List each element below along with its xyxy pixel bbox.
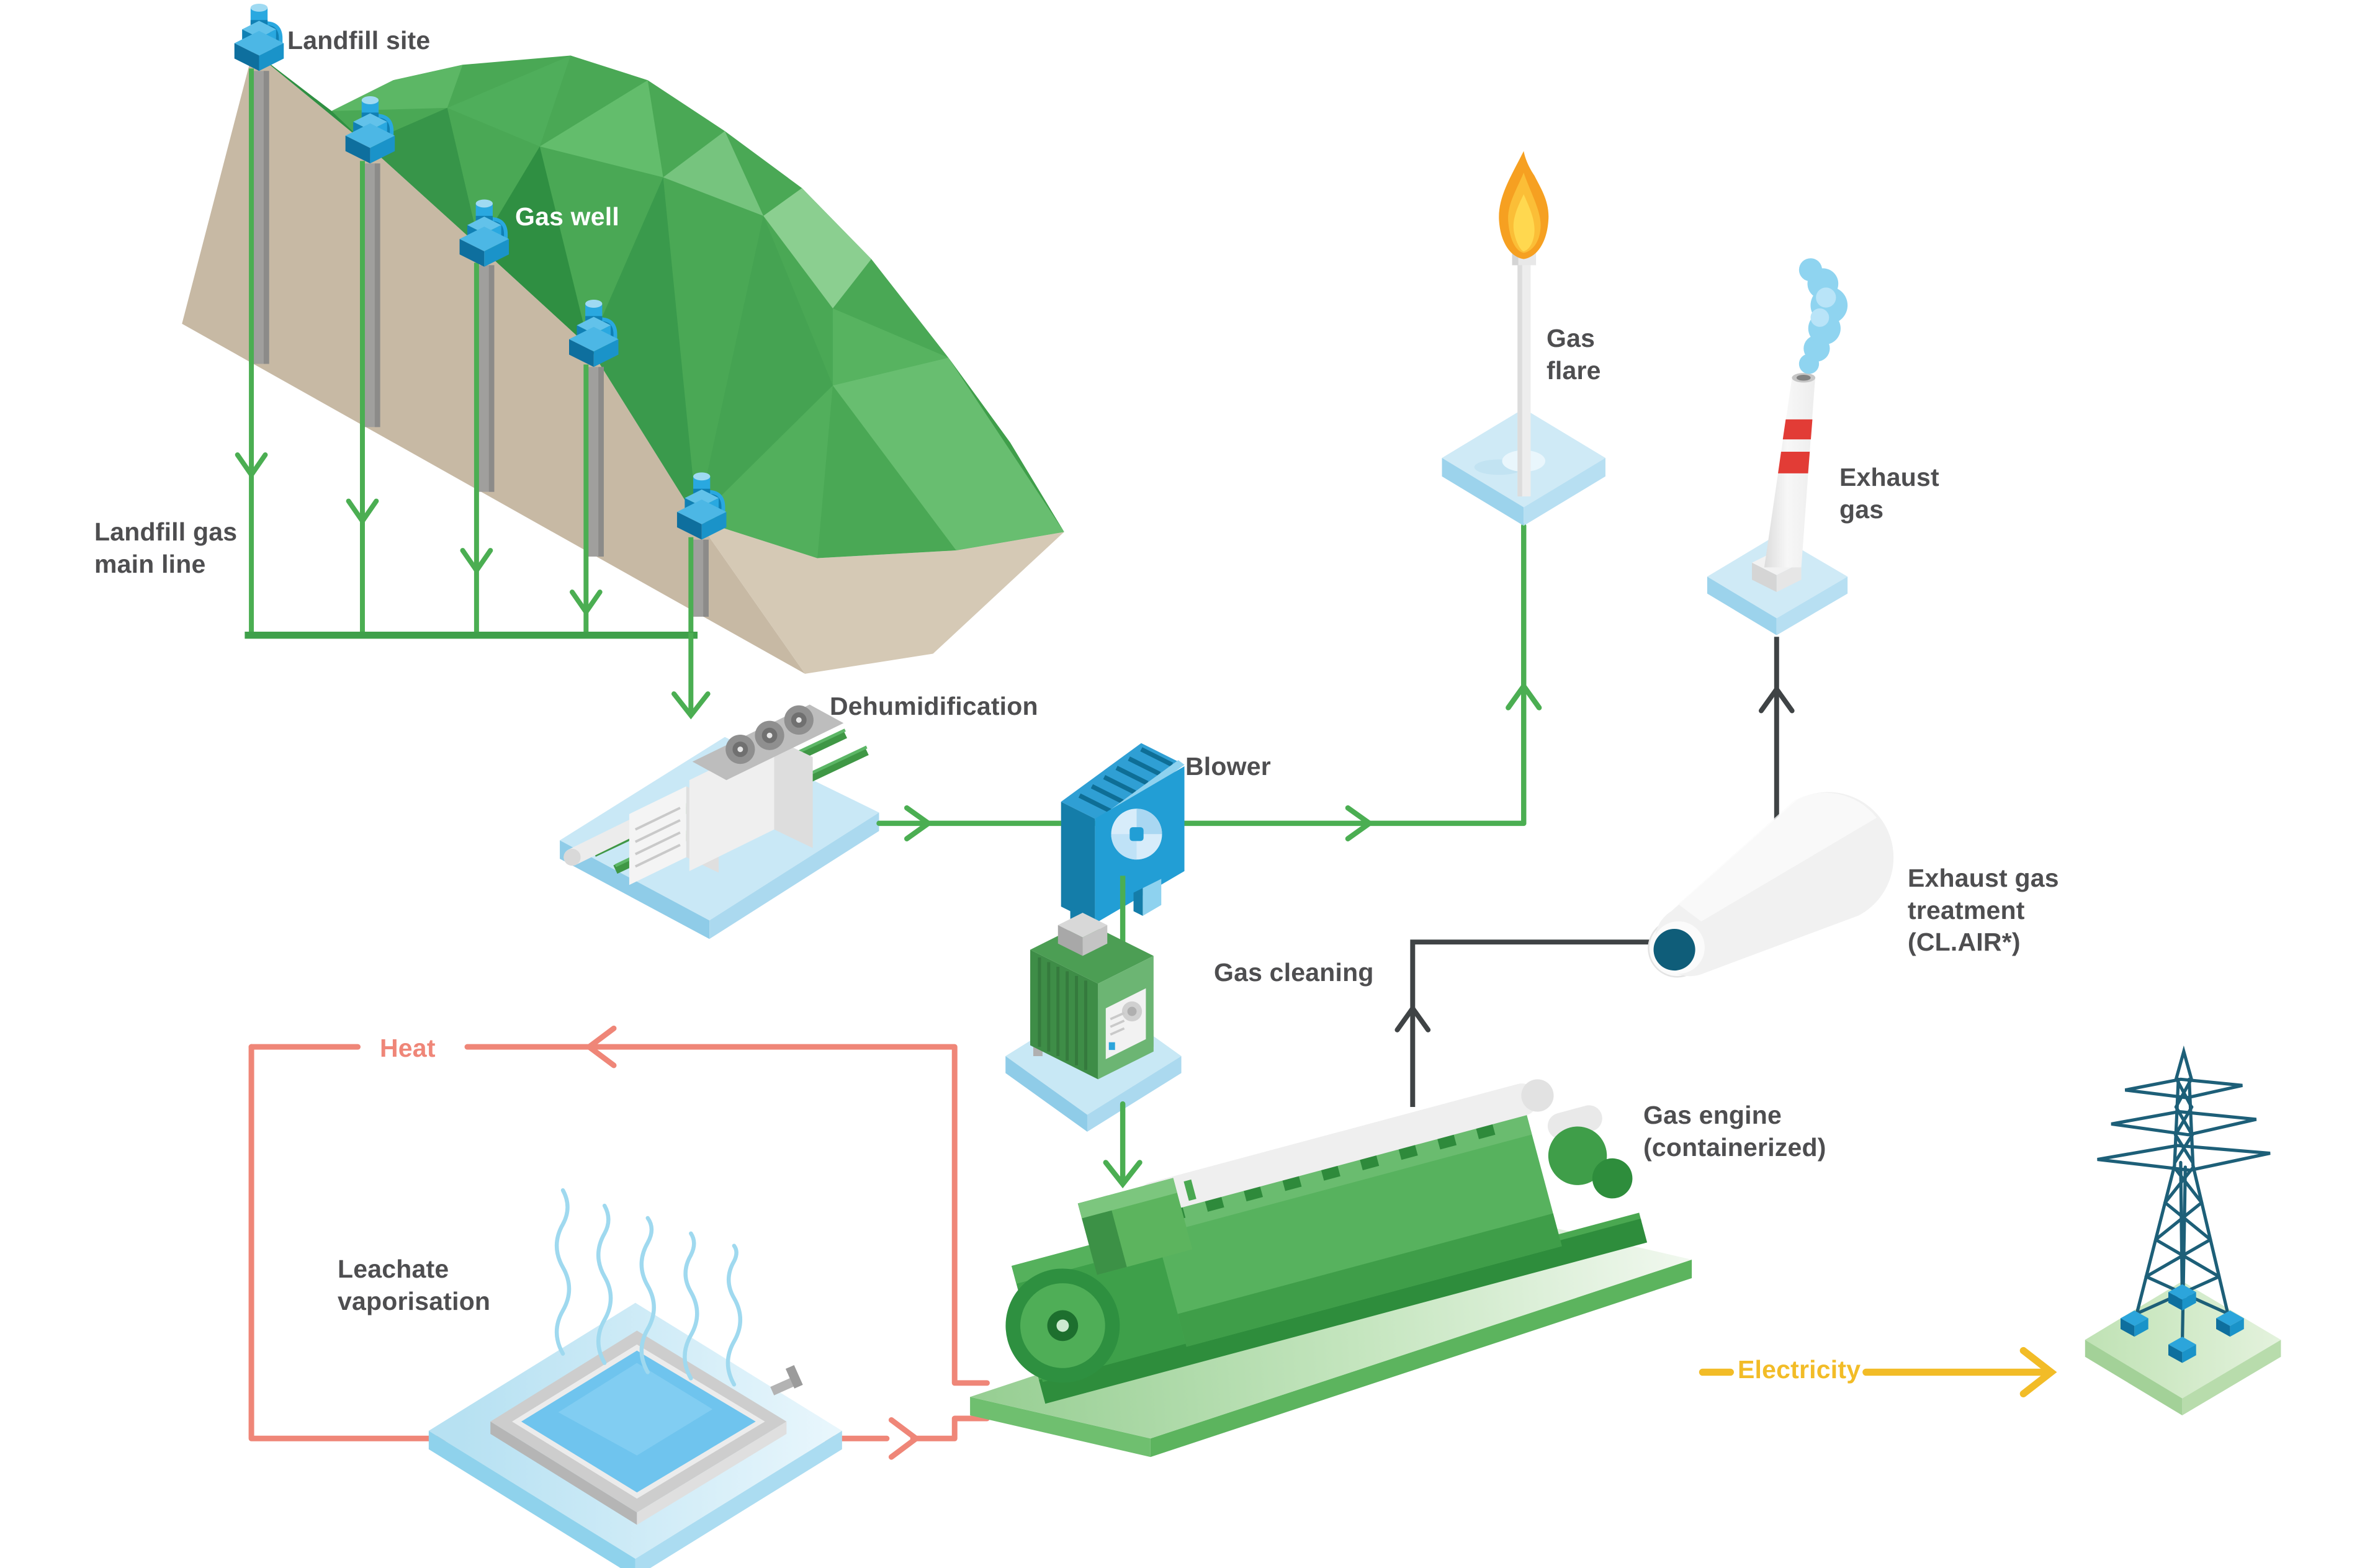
- label-gas-flare: Gas flare: [1547, 324, 1601, 385]
- vessel-inlet: [1653, 929, 1695, 971]
- exhaust-gas-treatment-vessel: [1394, 792, 1894, 1108]
- exhaust-arrow-up: [1394, 1004, 1431, 1033]
- gas-line-cleaning-to-engine: [1103, 1101, 1143, 1189]
- vapor-lines: [555, 1188, 742, 1387]
- exhaust-gas-stack: [1707, 258, 1848, 858]
- pylon-tower: [2097, 1045, 2271, 1351]
- landfill-gas-main-line-network: [235, 68, 711, 720]
- label-leachate-vaporisation: Leachate vaporisation: [338, 1255, 491, 1315]
- label-landfill-site: Landfill site: [287, 26, 431, 55]
- label-gas-engine: Gas engine (containerized): [1643, 1101, 1826, 1162]
- engine-assembly: [1005, 1079, 1648, 1404]
- gas-well-icon: [235, 4, 284, 71]
- label-blower: Blower: [1185, 752, 1271, 781]
- flame-icon: [1499, 151, 1549, 259]
- label-dehumidification: Dehumidification: [830, 692, 1038, 720]
- gas-line-dehumidification-to-flare: [876, 523, 1542, 841]
- heat-arrow-left: [586, 1025, 617, 1068]
- cooling-fan-icons: [725, 705, 814, 764]
- exhaust-arrow-up: [1758, 684, 1795, 714]
- smoke-icon: [1798, 258, 1848, 374]
- intercooler-pipe: [1138, 1083, 1538, 1215]
- label-landfill-gas-main-line: Landfill gas main line: [94, 517, 238, 578]
- gas-cleaning-unit: [1005, 912, 1182, 1132]
- vent-slats: [1078, 747, 1174, 813]
- hill-facets: [253, 50, 1064, 558]
- electricity-line: [1699, 1346, 2057, 1397]
- label-exhaust-gas: Exhaust gas: [1839, 463, 1939, 524]
- leachate-vaporisation-pool: [428, 1188, 842, 1568]
- label-heat: Heat: [380, 1034, 436, 1062]
- electricity-arrow-right: [2019, 1346, 2057, 1397]
- dehumidification-unit: [560, 704, 879, 939]
- label-gas-cleaning: Gas cleaning: [1214, 958, 1374, 987]
- flow-arrowheads-down: [235, 452, 711, 720]
- landfill-hill-illustration: [182, 50, 1064, 674]
- label-electricity: Electricity: [1738, 1355, 1861, 1384]
- gas-flare-unit: [1442, 151, 1605, 526]
- gas-engine-unit: [970, 1079, 1692, 1458]
- blower-unit: [1061, 743, 1185, 941]
- pylon-footings: [2120, 1284, 2244, 1363]
- electricity-pylon: [2085, 1045, 2281, 1416]
- label-gas-well: Gas well: [515, 202, 619, 231]
- label-exhaust-gas-treatment: Exhaust gas treatment (CL.AIR*): [1908, 864, 2059, 957]
